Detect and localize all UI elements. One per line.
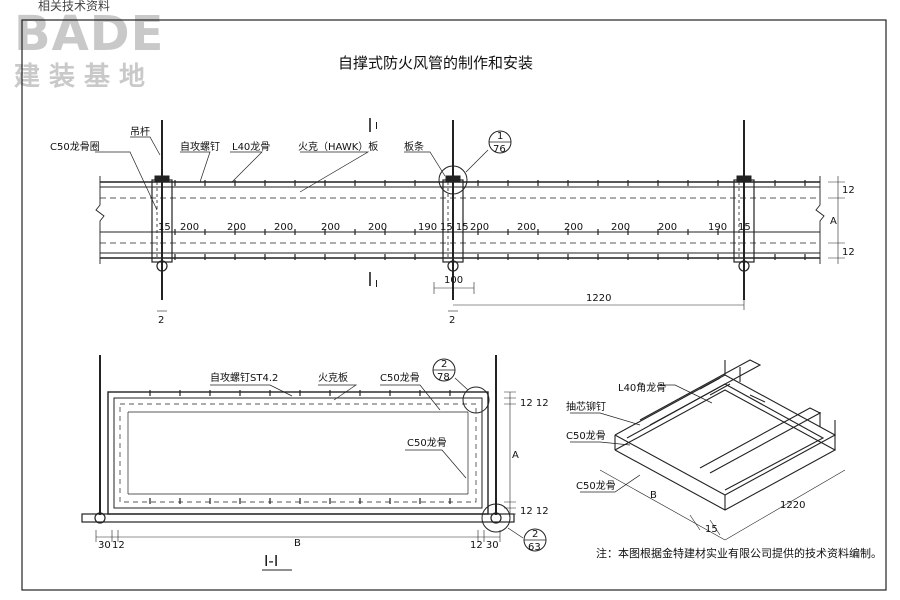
dim-30: 30	[98, 540, 111, 551]
dim-12-12-bottom: 12 12	[520, 506, 549, 517]
dim-a: A	[830, 216, 837, 227]
dim-100: 100	[444, 275, 463, 286]
footnote: 注：本图根据金特建材实业有限公司提供的技术资料编制。	[596, 547, 882, 560]
dim-b: B	[294, 538, 301, 549]
dim-200: 200	[658, 222, 677, 233]
section-view-text: 自攻螺钉ST4.2 火克板 C50龙骨 C50龙骨 2 78 2 63 30 1…	[98, 359, 549, 570]
drawing-title: 自撑式防火风管的制作和安装	[338, 54, 534, 72]
dim-200: 200	[611, 222, 630, 233]
label-strip: 板条	[404, 140, 424, 153]
label-fire-board: 火克板	[318, 371, 348, 384]
label-screw-st42: 自攻螺钉ST4.2	[210, 371, 278, 384]
label-screw: 自攻螺钉	[180, 140, 220, 153]
detail-ref-number: 1	[497, 131, 503, 142]
top-view-text: I I C50龙骨圈 吊杆 自攻螺钉 L40龙骨 火克（HAWK）板 板条 1 …	[50, 121, 855, 326]
label-board: 火克（HAWK）板	[298, 140, 378, 153]
dim-200: 200	[564, 222, 583, 233]
dim-200: 200	[368, 222, 387, 233]
label-c50-iso-bottom: C50龙骨	[576, 479, 616, 492]
detail-ref-sheet: 76	[493, 144, 506, 155]
dim-15-15: 15 15	[440, 222, 469, 233]
label-c50-iso-top: C50龙骨	[566, 429, 606, 442]
top-view	[95, 118, 845, 312]
detail-ref-top-sheet: 78	[437, 372, 450, 383]
label-l40-angle: L40角龙骨	[618, 381, 666, 394]
dim-a-section: A	[512, 450, 519, 461]
dim-200: 200	[517, 222, 536, 233]
logo-brand: BADE	[14, 6, 165, 62]
label-hanger: 吊杆	[130, 126, 150, 138]
section-2-right: 2	[449, 315, 455, 326]
dim-15-right: 15	[738, 222, 751, 233]
dim-200: 200	[180, 222, 199, 233]
label-l40: L40龙骨	[232, 140, 270, 153]
label-c50-top: C50龙骨	[380, 371, 420, 384]
label-c50-mid: C50龙骨	[407, 436, 447, 449]
dim-12-30: 12 30	[470, 540, 499, 551]
section-caption: I-I	[264, 552, 278, 570]
dim-1220: 1220	[586, 293, 611, 304]
section-mark-bottom: I	[375, 279, 378, 290]
logo-subtitle: 相关技术资料	[38, 0, 111, 13]
dim-200: 200	[274, 222, 293, 233]
dim-1220-iso: 1220	[780, 500, 805, 511]
dim-15-iso: 15	[705, 524, 718, 535]
dim-190: 190	[418, 222, 437, 233]
section-view	[81, 355, 547, 571]
detail-ref-top-number: 2	[441, 359, 447, 370]
detail-ref-bottom-number: 2	[532, 529, 538, 540]
dim-200: 200	[321, 222, 340, 233]
section-mark-top: I	[375, 121, 378, 132]
iso-view	[570, 359, 846, 541]
iso-view-text: L40角龙骨 抽芯铆钉 C50龙骨 C50龙骨 B 1220 15	[566, 381, 805, 535]
dim-12-top: 12	[842, 185, 855, 196]
label-rivet: 抽芯铆钉	[566, 400, 606, 413]
logo-brand-cn: 建装基地	[14, 62, 155, 92]
dim-b-iso: B	[650, 490, 657, 501]
dim-12-bottom: 12	[842, 247, 855, 258]
detail-ref-bottom-sheet: 63	[528, 542, 541, 553]
dim-12: 12	[112, 540, 125, 551]
section-2-left: 2	[158, 315, 164, 326]
drawing-frame	[21, 19, 887, 591]
dim-190: 190	[708, 222, 727, 233]
dim-15-left: 15	[158, 222, 171, 233]
dim-12-12-top: 12 12	[520, 398, 549, 409]
dim-200: 200	[227, 222, 246, 233]
label-c50-ring: C50龙骨圈	[50, 140, 100, 153]
dim-200: 200	[470, 222, 489, 233]
